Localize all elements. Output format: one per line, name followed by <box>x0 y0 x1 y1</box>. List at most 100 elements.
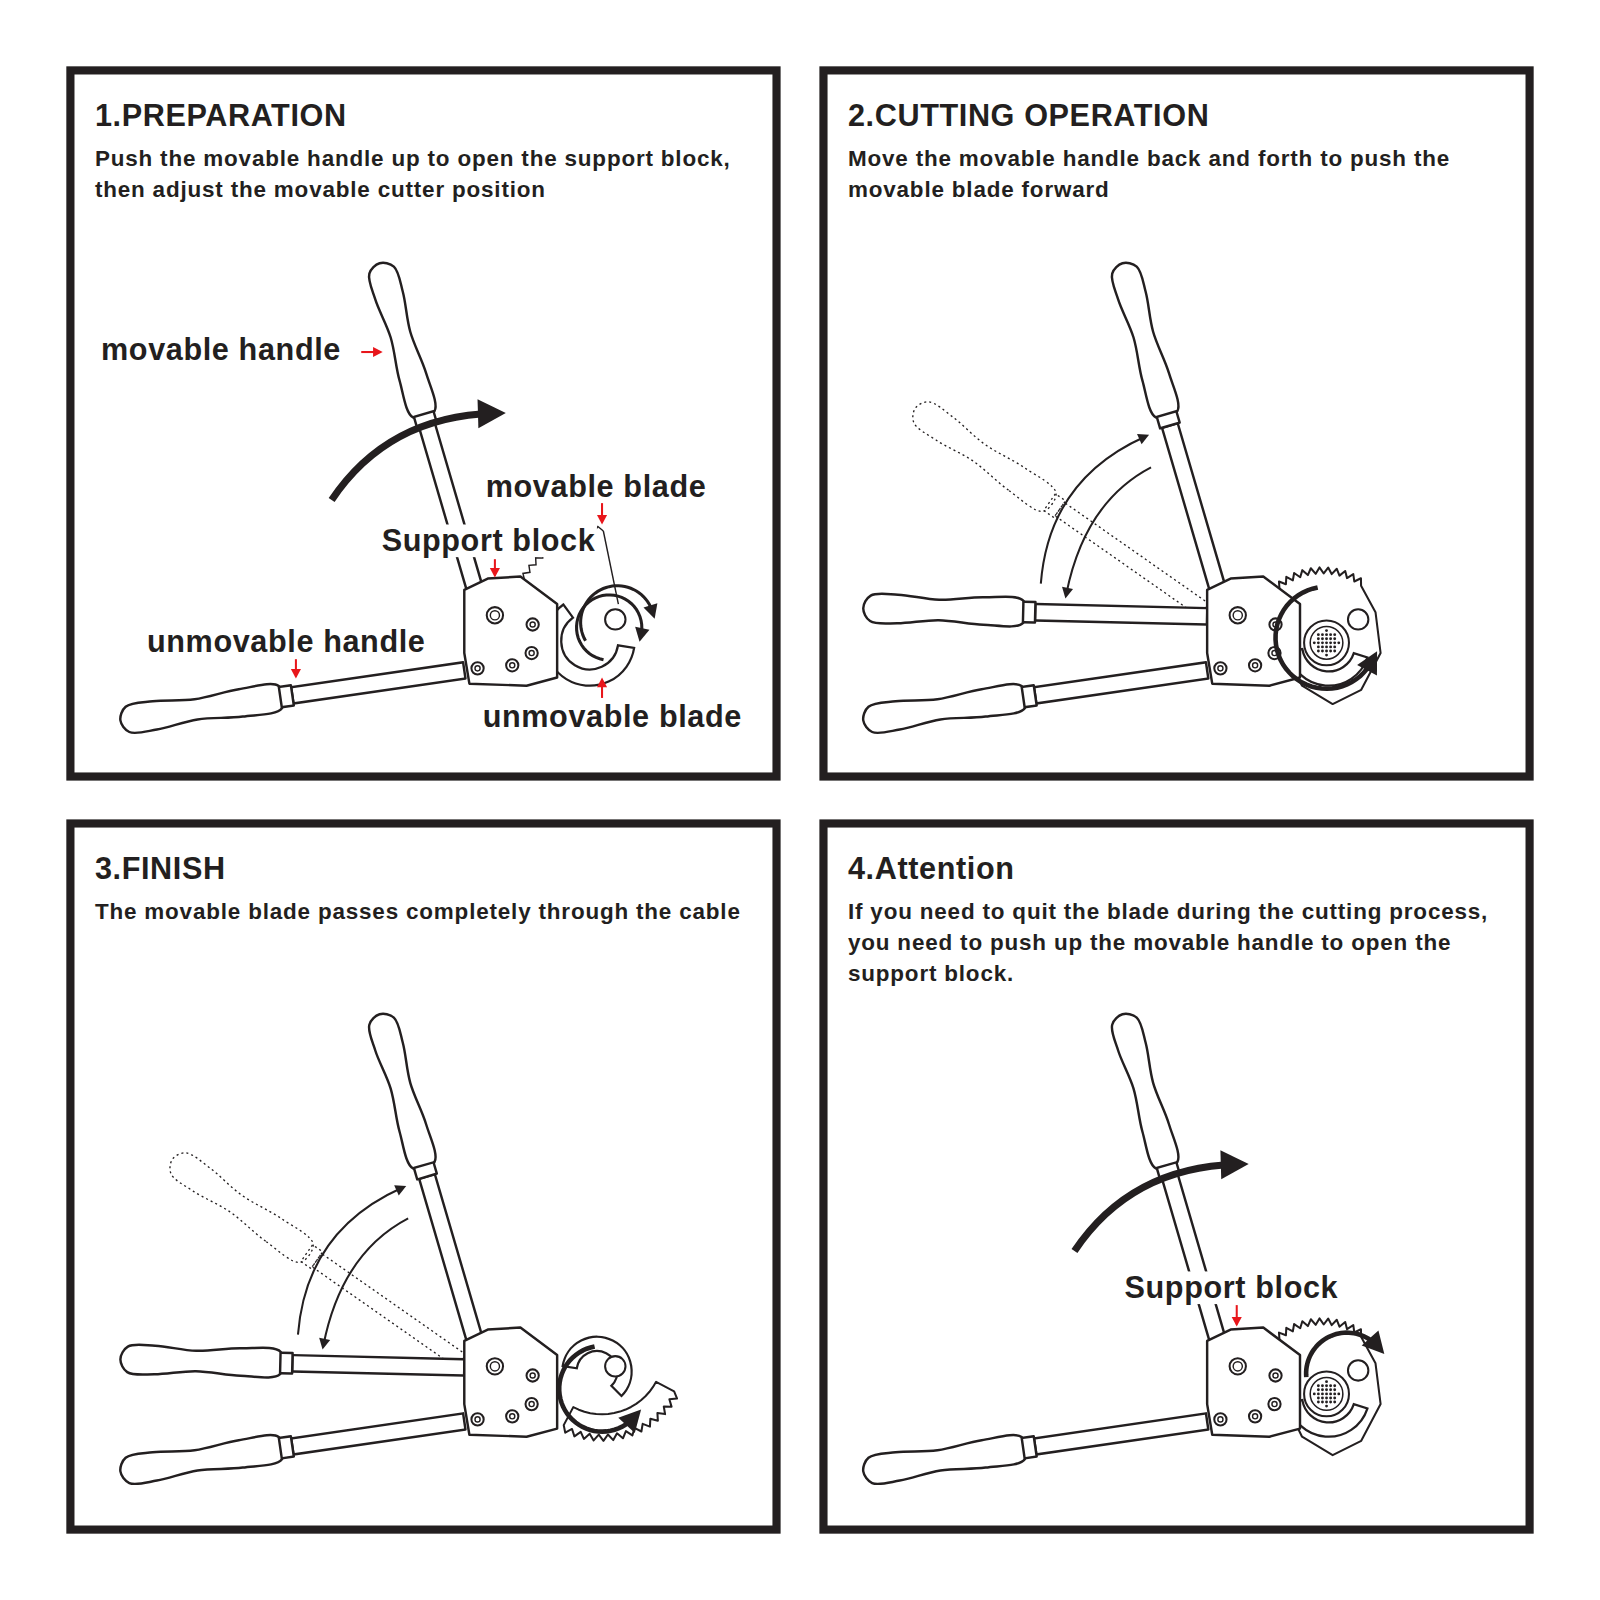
drawing-part <box>1321 1388 1324 1391</box>
arrow-head <box>373 347 383 357</box>
motion-arrow <box>1074 1164 1236 1251</box>
drawing-part <box>1333 633 1336 636</box>
drawing-part <box>1249 659 1261 671</box>
drawing-part <box>1321 1401 1324 1404</box>
drawing-part <box>1321 1392 1324 1395</box>
arrow-head <box>1062 587 1073 599</box>
drawing-part <box>1325 629 1328 632</box>
drawing-part <box>1162 423 1225 590</box>
drawing-part <box>1333 1388 1336 1391</box>
drawing-part <box>1333 1392 1336 1395</box>
drawing-part <box>1157 411 1180 428</box>
drawing-part <box>1268 1398 1280 1410</box>
drawing-part <box>1310 627 1343 660</box>
tool-handle <box>861 656 1209 736</box>
drawing-part <box>1321 646 1324 649</box>
rotation-arrow <box>1306 1333 1378 1377</box>
drawing-part <box>1325 1397 1328 1400</box>
drawing-part <box>1333 1384 1336 1387</box>
drawing-part <box>907 396 1061 516</box>
drawing-part <box>1329 637 1332 640</box>
drawing-part <box>365 259 439 421</box>
head-plate <box>464 577 557 686</box>
step-panel: 2.CUTTING OPERATION Move the movable hand… <box>819 66 1533 780</box>
drawing-part <box>1207 1328 1300 1437</box>
unmovable-blade <box>563 1337 632 1396</box>
arrow-head <box>635 627 649 642</box>
step-body: Push the movable handle up to open the s… <box>95 144 752 205</box>
drawing-part <box>1325 633 1328 636</box>
drawing-part <box>1317 641 1320 644</box>
arrow-head <box>394 1185 406 1195</box>
drawing-part <box>1055 502 1209 616</box>
arrow-head <box>643 603 657 618</box>
drawing-part <box>1233 611 1242 620</box>
cutter-figure <box>118 1010 677 1486</box>
arrow-head <box>597 515 607 525</box>
step-body: Move the movable handle back and forth t… <box>848 144 1505 205</box>
cable <box>1304 620 1349 665</box>
step-heading: 2.CUTTING OPERATION <box>848 97 1505 134</box>
drawing-part <box>1321 1397 1324 1400</box>
drawing-part <box>1325 641 1328 644</box>
drawing-part <box>1329 1397 1332 1400</box>
drawing-part <box>1325 637 1328 640</box>
drawing-part <box>1333 1401 1336 1404</box>
drawing-part <box>1317 1388 1320 1391</box>
drawing-part <box>1269 1369 1281 1381</box>
drawing-part <box>1329 633 1332 636</box>
part-label: movable blade <box>484 470 709 503</box>
drawing-part <box>506 1410 518 1422</box>
drawing-part <box>526 1398 538 1410</box>
motion-arrow <box>1066 467 1151 594</box>
step-heading: 4.Attention <box>848 850 1505 887</box>
drawing-part <box>1329 1392 1332 1395</box>
drawing-part <box>1304 1371 1349 1416</box>
drawing-part <box>1317 650 1320 653</box>
part-label: Support block <box>1122 1271 1340 1304</box>
drawing-part <box>1325 1405 1328 1408</box>
arrow-head <box>1232 1317 1242 1327</box>
motion-arrow <box>323 1218 408 1345</box>
arrow-head <box>1220 1150 1248 1179</box>
drawing-part <box>1329 650 1332 653</box>
drawing-part <box>1337 1392 1340 1395</box>
drawing-part <box>510 1414 515 1419</box>
pivot <box>605 609 625 629</box>
drawing-part <box>1272 1402 1277 1407</box>
drawing-part <box>1321 637 1324 640</box>
head-plate <box>1207 1328 1300 1437</box>
drawing-part <box>490 1362 499 1371</box>
arrow-head <box>597 677 607 687</box>
tool-handle <box>118 656 466 736</box>
arrow-head <box>319 1338 330 1350</box>
drawing-part <box>527 1369 539 1381</box>
drawing-part <box>1321 1384 1324 1387</box>
drawing-part <box>1321 641 1324 644</box>
drawing-part <box>1333 650 1336 653</box>
drawing-part <box>529 651 534 656</box>
rotation-arrow <box>581 586 653 641</box>
drawing-part <box>1108 1010 1182 1172</box>
drawing-part <box>1329 641 1332 644</box>
pivot <box>1348 1360 1368 1380</box>
drawing-part <box>279 685 294 707</box>
drawing-part <box>1022 685 1037 707</box>
drawing-part <box>164 1147 318 1267</box>
head-plate <box>464 1328 557 1437</box>
motion-arrow <box>332 413 494 500</box>
drawing-part <box>1321 633 1324 636</box>
drawing-part <box>301 1245 323 1269</box>
drawing-part <box>526 647 538 659</box>
drawing-part <box>1313 641 1316 644</box>
drawing-part <box>1253 663 1258 668</box>
drawing-part <box>1329 1388 1332 1391</box>
drawing-part <box>1329 646 1332 649</box>
drawing-part <box>1317 1401 1320 1404</box>
step-heading: 1.PREPARATION <box>95 97 752 134</box>
drawing-part <box>118 682 285 735</box>
cutter-figure <box>861 259 1380 735</box>
drawing-part <box>414 1162 437 1179</box>
drawing-part <box>464 577 557 686</box>
